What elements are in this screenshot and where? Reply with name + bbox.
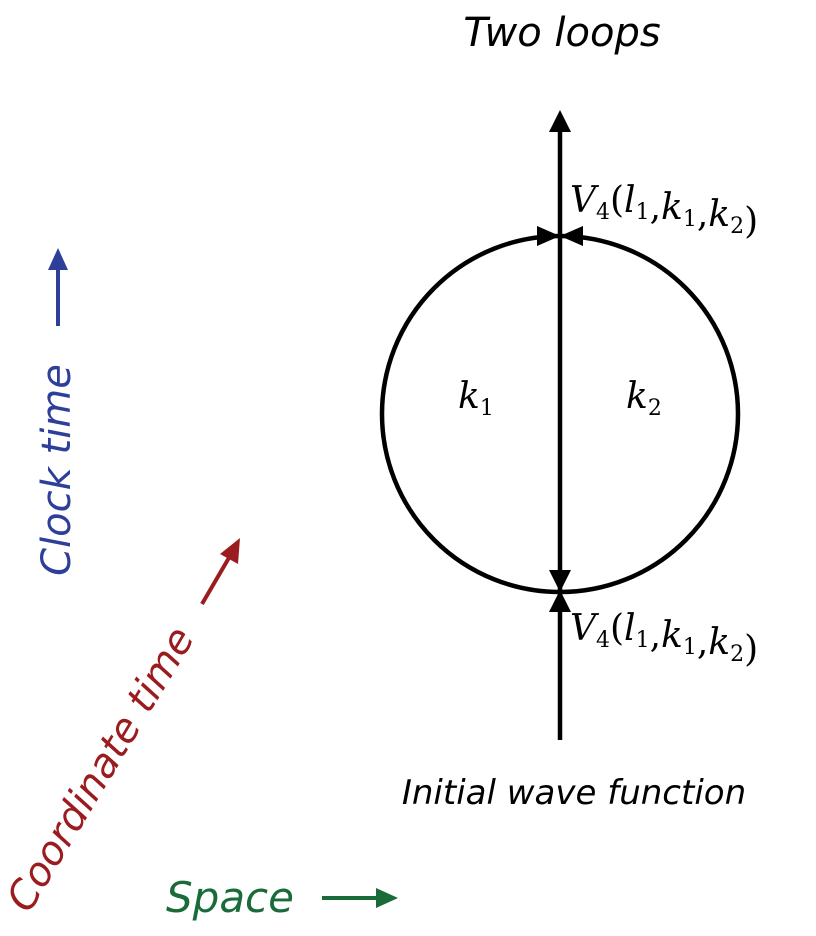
vertex-bottom-arg-sub: 2 [730,642,744,667]
vertex-top-arg-sub: 1 [683,207,697,232]
vertex-top-paren-open: ( [610,180,624,221]
clock-time-label: Clock time [34,364,80,576]
initial-wave-function-label: Initial wave function [402,773,746,813]
coordinate-time-axis: Coordinate time [0,538,240,920]
vertex-top-comma: , [650,187,661,228]
loop-label-left: k1 [458,376,494,421]
vertex-top-arg-var: k [708,194,730,235]
loop-arrow-top-right [560,226,583,246]
vertex-bottom-paren-open: ( [610,608,624,649]
vertex-bottom-name: V [570,608,600,649]
vertex-top-sub: 4 [596,200,610,225]
space-arrowhead [376,888,398,908]
vertex-bottom-arg-var: k [661,615,683,656]
space-axis: Space [166,873,398,922]
vertex-bottom-comma: , [650,615,661,656]
vertex-top-paren-close: ) [744,201,758,242]
central-worldline [549,110,571,740]
vertex-bottom-label: V4(l1,k1,k2) [570,608,758,670]
diagram-title: Two loops [463,10,660,56]
loop-label-left-var: k [458,376,480,417]
vertex-bottom-sub: 4 [596,628,610,653]
loop-label-right-sub: 2 [648,396,662,421]
vertex-top-arg-sub: 2 [730,214,744,239]
vertex-bottom-arg-sub: 1 [636,628,650,653]
loop [379,226,741,595]
vertex-top-arg-sub: 1 [636,200,650,225]
loop-arrow-top-left [537,226,560,246]
top-arrowhead [549,110,571,132]
loop-arrow-bottom [549,570,571,592]
vertex-bottom-arg-var: l [624,608,636,649]
vertex-top-label: V4(l1,k1,k2) [570,180,758,242]
vertex-top-name: V [570,180,600,221]
vertex-top-comma: , [697,194,708,235]
coordinate-time-arrowhead [220,538,240,564]
vertex-bottom-arg-sub: 1 [683,635,697,660]
vertex-bottom-comma: , [697,622,708,663]
clock-time-arrowhead [48,248,68,270]
clock-time-axis: Clock time [34,248,80,576]
loop-label-right-var: k [626,376,648,417]
loop-label-left-sub: 1 [480,396,494,421]
vertex-bottom-paren-close: ) [744,629,758,670]
space-label: Space [166,873,294,922]
vertex-top-arg-var: l [624,180,636,221]
vertex-top-arg-var: k [661,187,683,228]
lower-arrowhead [549,590,571,612]
vertex-bottom-arg-var: k [708,622,730,663]
coordinate-time-arrow [200,554,232,606]
loop-label-right: k2 [626,376,662,421]
